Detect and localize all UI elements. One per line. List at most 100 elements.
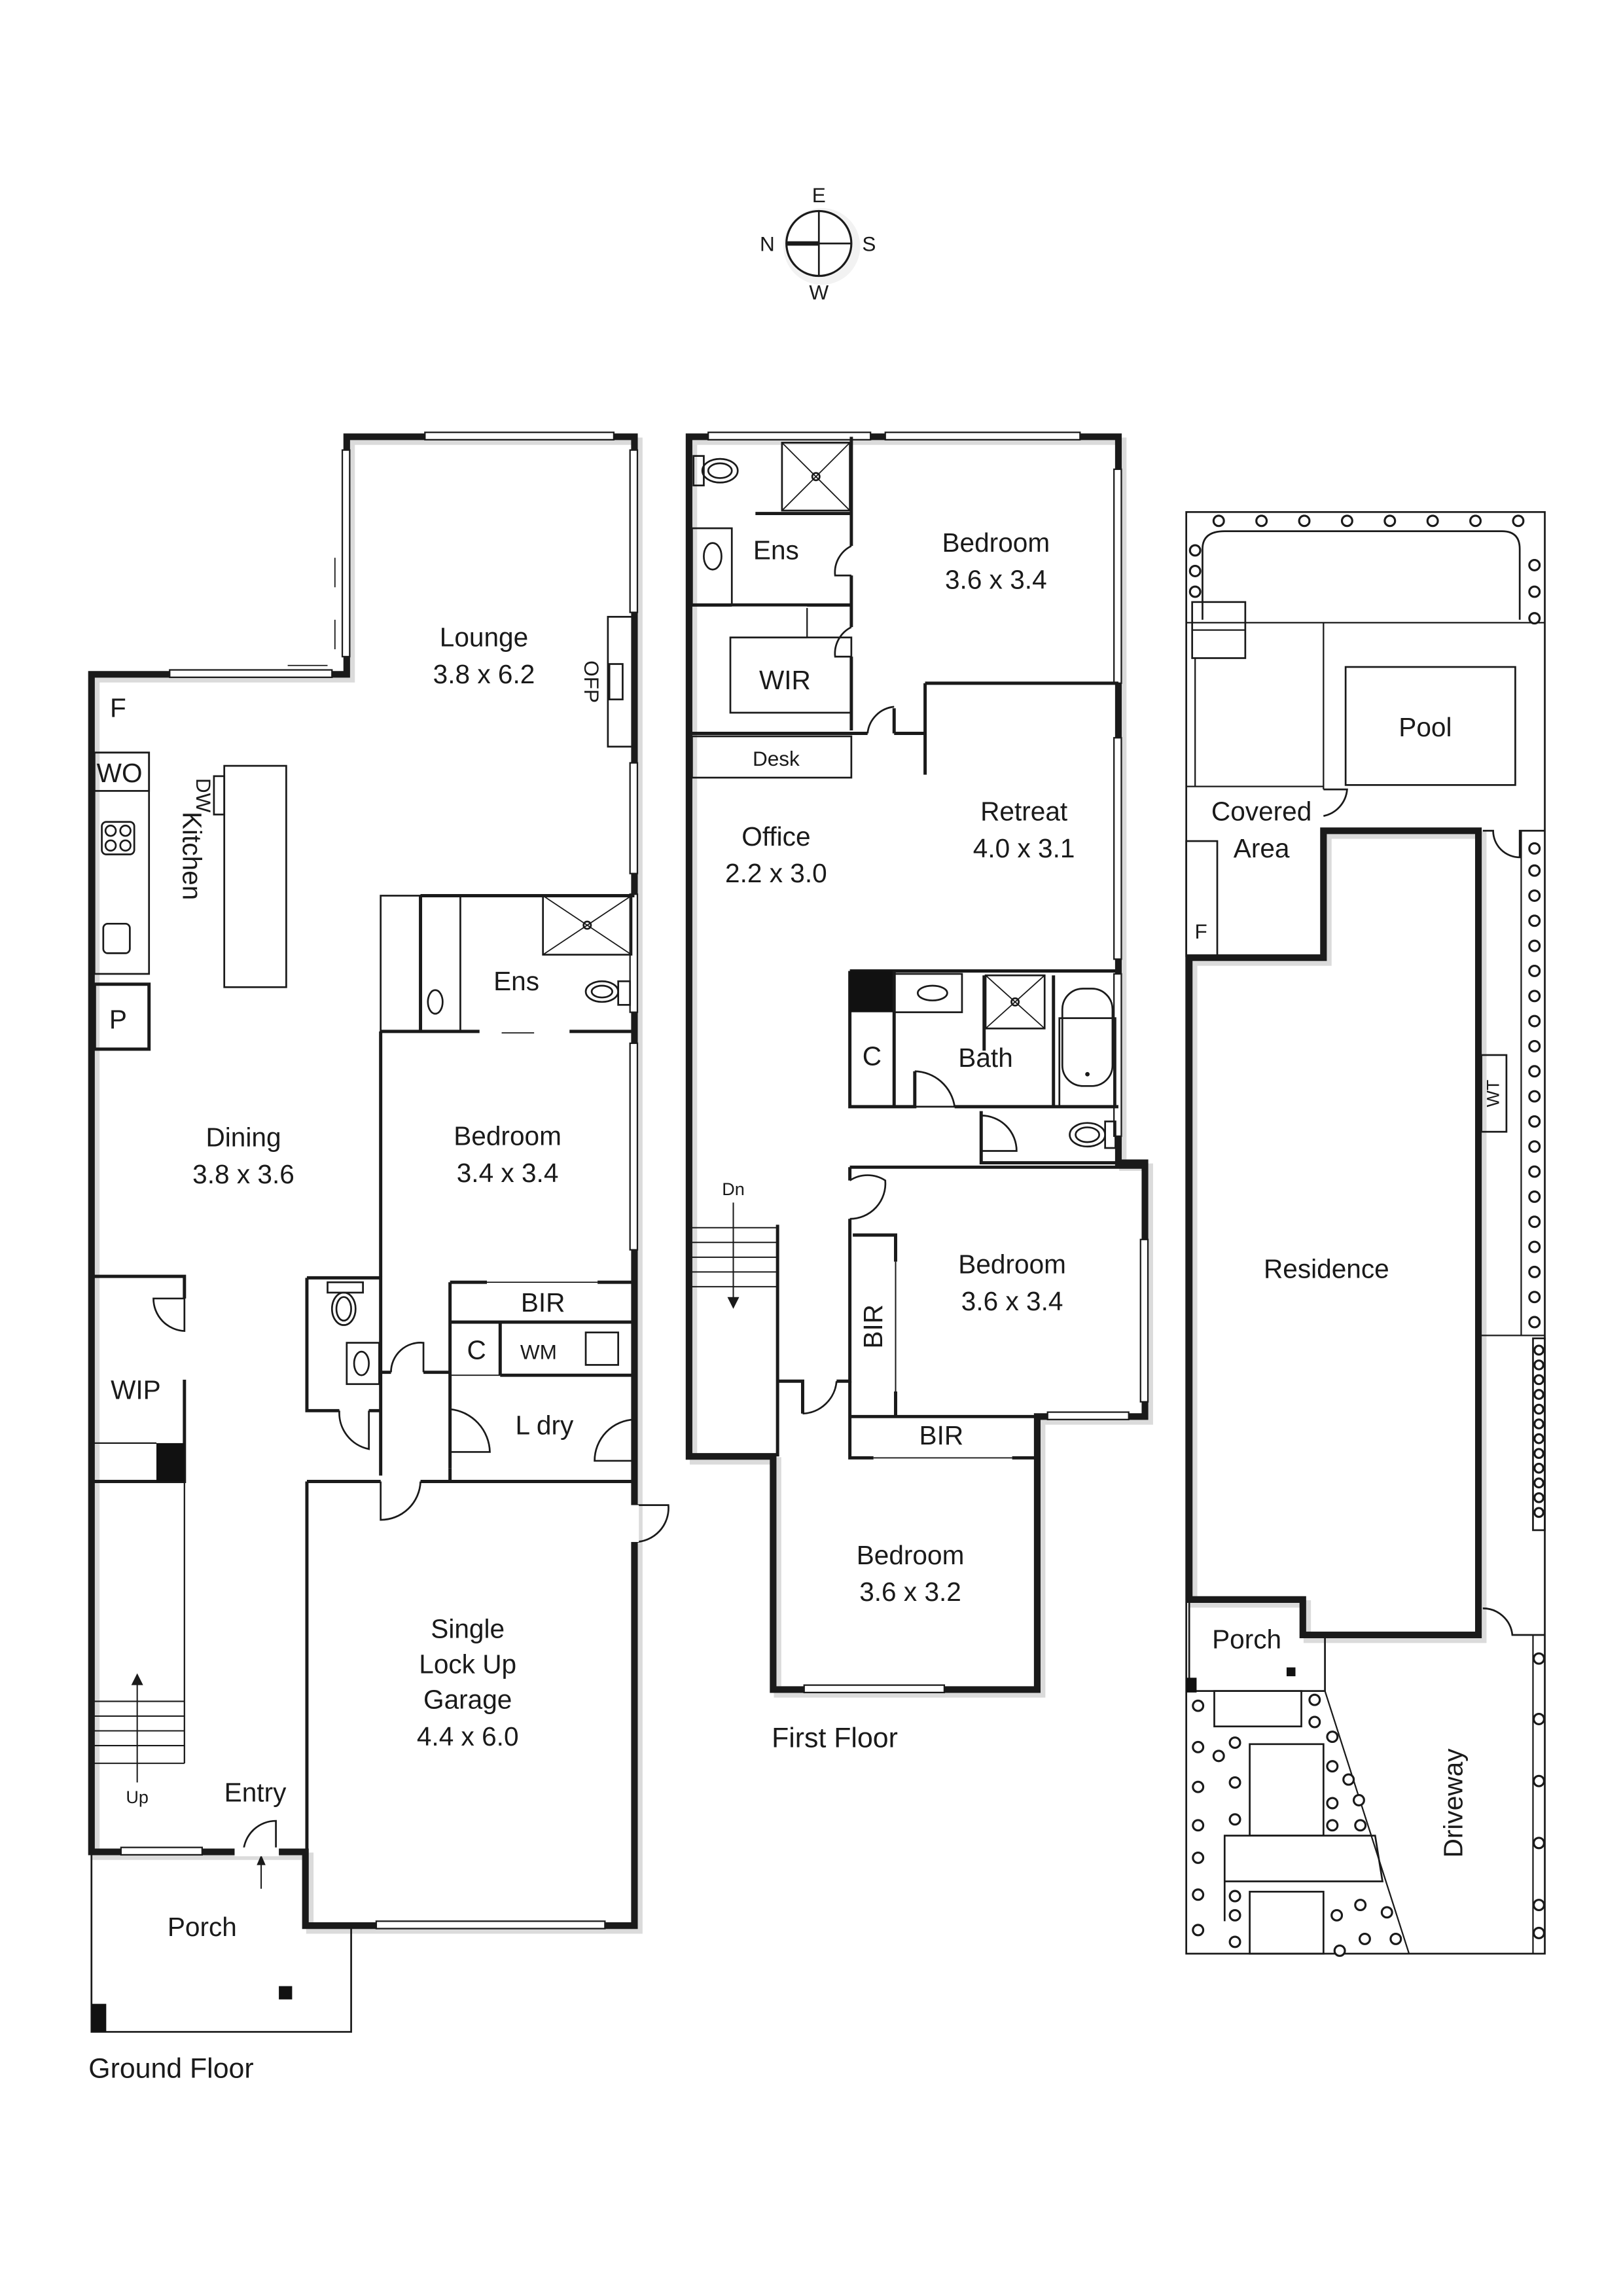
first-ensuite-label: Ens <box>753 535 799 565</box>
window <box>629 762 639 874</box>
door-swing <box>450 1408 491 1453</box>
garage-label-line1: Single <box>431 1613 505 1643</box>
window <box>120 1846 203 1856</box>
desk <box>691 735 853 779</box>
ground-bir-label: BIR <box>521 1287 565 1318</box>
retreat-label: Retreat <box>980 797 1067 827</box>
post <box>279 1986 293 2000</box>
desk-label: Desk <box>753 747 800 770</box>
bedroom3-label: Bedroom <box>857 1540 965 1570</box>
wip-label: WIP <box>111 1374 161 1405</box>
laundry-label: L dry <box>516 1410 574 1440</box>
shower-icon <box>781 441 851 512</box>
basin-icon <box>916 984 948 1001</box>
bath-label: Bath <box>958 1043 1012 1073</box>
site-porch-label: Porch <box>1212 1624 1281 1654</box>
arrow-up-icon <box>131 1673 143 1685</box>
pantry-label: P <box>109 1004 127 1034</box>
arrow-down-icon <box>727 1297 740 1309</box>
post <box>1286 1667 1296 1677</box>
compass-east-label: E <box>812 183 826 207</box>
sink-icon <box>102 922 131 954</box>
ground-bedroom-dims: 3.4 x 3.4 <box>457 1158 559 1188</box>
first-linen-label: C <box>863 1041 882 1071</box>
stairs-down-label: Dn <box>722 1179 745 1199</box>
compass-rose: E N S W <box>760 183 876 304</box>
ground-ensuite-label: Ens <box>493 966 539 996</box>
window <box>1113 737 1122 960</box>
bir2-label: BIR <box>858 1304 888 1349</box>
garage-dims: 4.4 x 6.0 <box>417 1721 519 1751</box>
site-boundary <box>1185 511 1546 1955</box>
retreat-dims: 4.0 x 3.1 <box>973 833 1075 863</box>
residence-footprint <box>1186 827 1482 1639</box>
bir3-label: BIR <box>919 1420 964 1450</box>
window <box>424 431 615 440</box>
pool-label: Pool <box>1399 712 1452 742</box>
sliding-door <box>169 669 333 678</box>
stairs-up <box>94 1481 185 1783</box>
door-swing <box>802 1381 838 1415</box>
water-tank-label: WT <box>1484 1080 1503 1107</box>
basin-icon <box>703 542 722 571</box>
shower-icon <box>542 895 633 956</box>
bath-vanity <box>893 973 963 1013</box>
covered-area-label-line1: Covered <box>1211 797 1311 827</box>
open-fireplace-label: OFP <box>580 660 603 703</box>
door-swing <box>390 1342 425 1372</box>
ground-floor-plan: OFP Lounge 3.8 x 6.2 WO F P DW Kitchen <box>88 431 669 2084</box>
entry-label: Entry <box>224 1778 287 1808</box>
arrow-up-icon <box>257 1854 266 1865</box>
dining-dims: 3.8 x 3.6 <box>192 1159 294 1189</box>
column <box>849 971 895 1013</box>
front-door-swing <box>242 1820 277 1852</box>
cooktop-icon <box>101 821 135 855</box>
lounge-dims: 3.8 x 6.2 <box>433 659 535 689</box>
bathtub-icon <box>1061 988 1114 1087</box>
door-swing <box>594 1418 635 1462</box>
door-swing <box>981 1115 1018 1152</box>
dishwasher-label: DW <box>192 778 215 813</box>
ensuite-vanity <box>691 527 733 606</box>
garden-path <box>1249 1743 1325 1837</box>
washing-machine-icon <box>584 1331 620 1366</box>
basin-icon <box>346 1342 380 1386</box>
window <box>1046 1411 1130 1420</box>
ground-linen-label: C <box>467 1335 486 1365</box>
window <box>629 449 639 613</box>
door-swing <box>834 545 852 577</box>
garage-door <box>375 1920 606 1929</box>
pool <box>1344 666 1516 786</box>
sliding-door <box>341 449 351 658</box>
garden-path <box>1249 1890 1325 1955</box>
lounge-label: Lounge <box>440 622 528 652</box>
compass-south-label: S <box>862 232 876 255</box>
dishwasher <box>213 775 226 816</box>
driveway-edge <box>1324 1691 1410 1954</box>
residence-label: Residence <box>1264 1253 1389 1283</box>
driveway-label: Driveway <box>1438 1748 1468 1858</box>
window <box>803 1684 946 1694</box>
water-tank <box>1480 1054 1508 1133</box>
column <box>156 1443 185 1482</box>
door-swing <box>1323 788 1348 817</box>
window <box>1139 1238 1149 1403</box>
window <box>707 431 872 440</box>
wir-label: WIR <box>759 665 811 695</box>
master-bedroom-dims: 3.6 x 3.4 <box>945 565 1047 595</box>
garage-label-line2: Lock Up <box>419 1649 516 1679</box>
door-swing <box>152 1297 186 1332</box>
office-label: Office <box>741 821 810 852</box>
window <box>884 431 1081 440</box>
site-plan: Pool Covered Area F Residence WT Porch D… <box>1185 511 1546 1957</box>
ground-porch-label: Porch <box>168 1912 237 1942</box>
bedroom3-dims: 3.6 x 3.2 <box>859 1577 961 1607</box>
compass-north-label: N <box>760 232 775 255</box>
post <box>1186 1677 1197 1693</box>
compass-west-label: W <box>809 281 829 304</box>
washing-machine-label: WM <box>520 1340 557 1363</box>
master-bedroom-label: Bedroom <box>942 528 1050 558</box>
hedge-strip <box>1532 1337 1546 1532</box>
garden-path <box>1213 1690 1302 1728</box>
